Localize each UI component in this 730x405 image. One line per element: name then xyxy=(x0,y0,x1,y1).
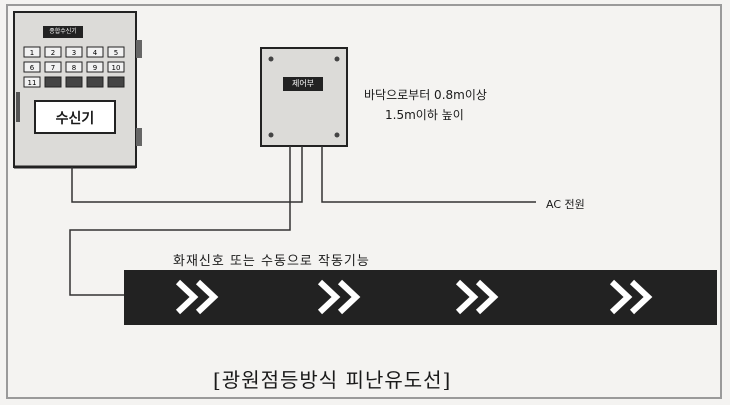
chevron-arrow-icon xyxy=(337,279,361,315)
receiver-key-label: 11 xyxy=(28,79,37,87)
chevron-arrow-icon xyxy=(475,279,499,315)
receiver-key xyxy=(23,46,41,58)
screw xyxy=(268,132,274,138)
chevron-arrow-icon xyxy=(175,279,199,315)
figure-frame xyxy=(6,4,722,399)
guide-line-strip xyxy=(124,270,717,325)
receiver-key-label: 7 xyxy=(51,64,55,72)
wire-receiver-control xyxy=(71,146,303,203)
screw xyxy=(334,56,340,62)
figure-caption: [광원점등방식 피난유도선] xyxy=(213,368,452,392)
hinge-top xyxy=(136,40,142,58)
receiver-key-label: 9 xyxy=(93,64,97,72)
mount-note-line1: 바닥으로부터 0.8m이상 xyxy=(364,88,487,102)
receiver-key-label: 1 xyxy=(30,49,34,57)
control-box xyxy=(260,47,348,147)
screw xyxy=(334,132,340,138)
mount-note-line2: 1.5m이하 높이 xyxy=(385,108,464,122)
receiver-label: 수신기 xyxy=(34,100,116,134)
receiver-key xyxy=(86,61,104,73)
receiver-key xyxy=(23,61,41,73)
screw xyxy=(268,56,274,62)
chevron-arrow-icon xyxy=(609,279,633,315)
receiver-key xyxy=(86,76,104,88)
receiver-key xyxy=(65,46,83,58)
chevron-arrow-icon xyxy=(317,279,341,315)
receiver-key xyxy=(44,76,62,88)
receiver-key-label: 4 xyxy=(93,49,98,57)
receiver-key-label: 2 xyxy=(51,49,55,57)
receiver-key-label: 5 xyxy=(114,49,118,57)
wire-control-guideline xyxy=(69,146,291,296)
receiver-key xyxy=(44,46,62,58)
receiver-key xyxy=(44,61,62,73)
receiver-key xyxy=(107,76,125,88)
receiver-key-label: 10 xyxy=(112,64,121,72)
ac-power-label: AC 전원 xyxy=(546,198,585,211)
control-label: 제어부 xyxy=(283,77,323,91)
chevron-group xyxy=(175,279,653,315)
chevron-arrow-icon xyxy=(629,279,653,315)
receiver-key-label: 3 xyxy=(72,49,76,57)
receiver-key xyxy=(23,76,41,88)
wire-ac-power xyxy=(321,146,536,203)
receiver-key-label: 6 xyxy=(30,64,35,72)
chevron-arrow-icon xyxy=(195,279,219,315)
receiver-key xyxy=(86,46,104,58)
receiver-key-label: 8 xyxy=(72,64,76,72)
receiver-key xyxy=(107,61,125,73)
chevron-arrow-icon xyxy=(455,279,479,315)
receiver-key xyxy=(65,76,83,88)
hinge-bottom xyxy=(136,128,142,146)
receiver-key xyxy=(65,61,83,73)
receiver-keypad: 1 2 3 4 5 6 7 8 9 10 11 xyxy=(23,46,125,88)
receiver-key xyxy=(107,46,125,58)
door-handle xyxy=(16,92,20,122)
receiver-title: 종합수신기 xyxy=(43,26,83,38)
signal-label: 화재신호 또는 수동으로 작동기능 xyxy=(173,254,370,269)
wiring xyxy=(69,146,536,296)
